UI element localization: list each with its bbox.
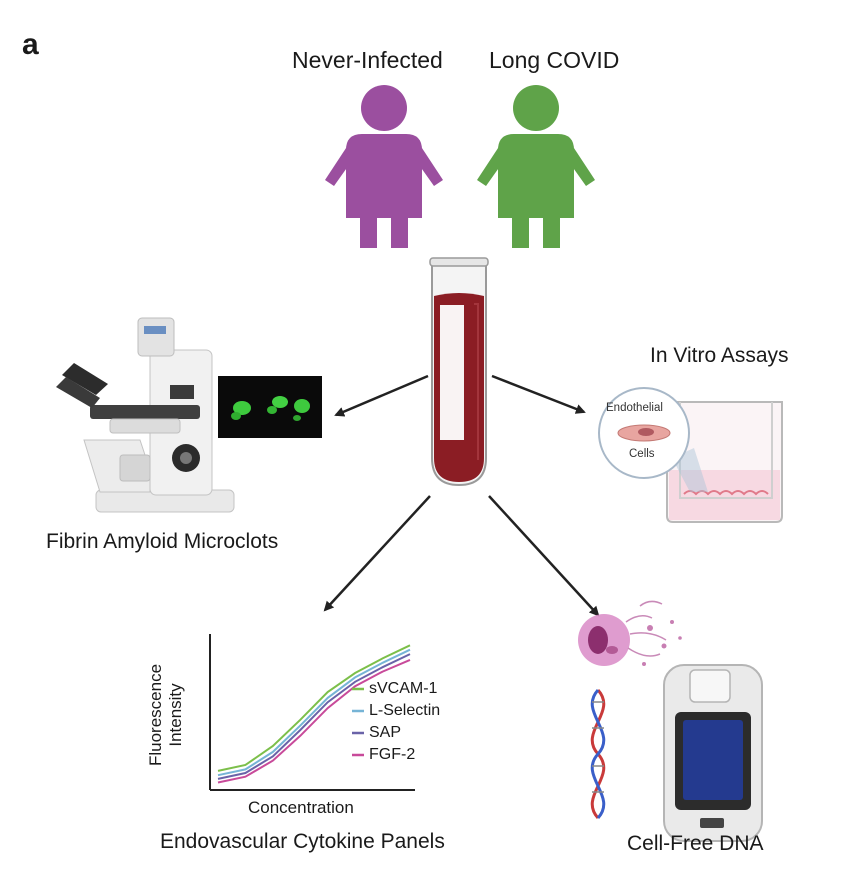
chart-y-axis-label: Fluorescence Intensity [146,640,186,790]
microscope-icon [56,317,235,513]
arrow-to-microclots [334,374,429,417]
chart-y-axis-label-line2: Intensity [166,683,185,747]
arrow-to-in-vitro [491,374,586,414]
legend-label: L-Selectin [369,702,441,719]
sequencer-device-icon [663,664,763,842]
legend-label: sVCAM-1 [369,680,438,697]
endothelial-cell-inset [598,387,690,479]
dna-helix-icon [590,688,606,820]
never-infected-person-icon [325,85,443,248]
microclot-image-panel [218,376,322,438]
chart-x-axis-label: Concentration [248,798,354,817]
chart-series-line-fgf-2 [217,658,411,784]
long-covid-label: Long COVID [489,47,620,73]
cells-label: Cells [629,448,655,460]
in-vitro-assays-label: In Vitro Assays [650,344,789,367]
long-covid-person-icon [477,85,595,248]
chart-series-line-sap [217,653,411,780]
cell-free-dna-label: Cell-Free DNA [627,832,764,855]
arrow-to-cytokine-panels [323,495,431,612]
chart-series-line-l-selectin [217,648,411,777]
legend-label: FGF-2 [369,746,416,763]
legend-label: SAP [369,724,402,741]
never-infected-label: Never-Infected [292,47,443,73]
cytokine-chart [209,634,415,791]
microclots-label: Fibrin Amyloid Microclots [46,530,279,553]
blood-tube-icon [429,257,489,487]
chart-y-axis-label-line1: Fluorescence [146,663,165,767]
cytokine-panels-label: Endovascular Cytokine Panels [160,830,445,853]
panel-letter: a [22,28,39,61]
chart-series-line-svcam-1 [217,644,411,772]
arrow-to-cell-free-dna [488,495,600,617]
culture-well-icon [666,401,783,523]
lysing-cell-icon [578,600,682,666]
endothelial-label: Endothelial [606,402,663,414]
